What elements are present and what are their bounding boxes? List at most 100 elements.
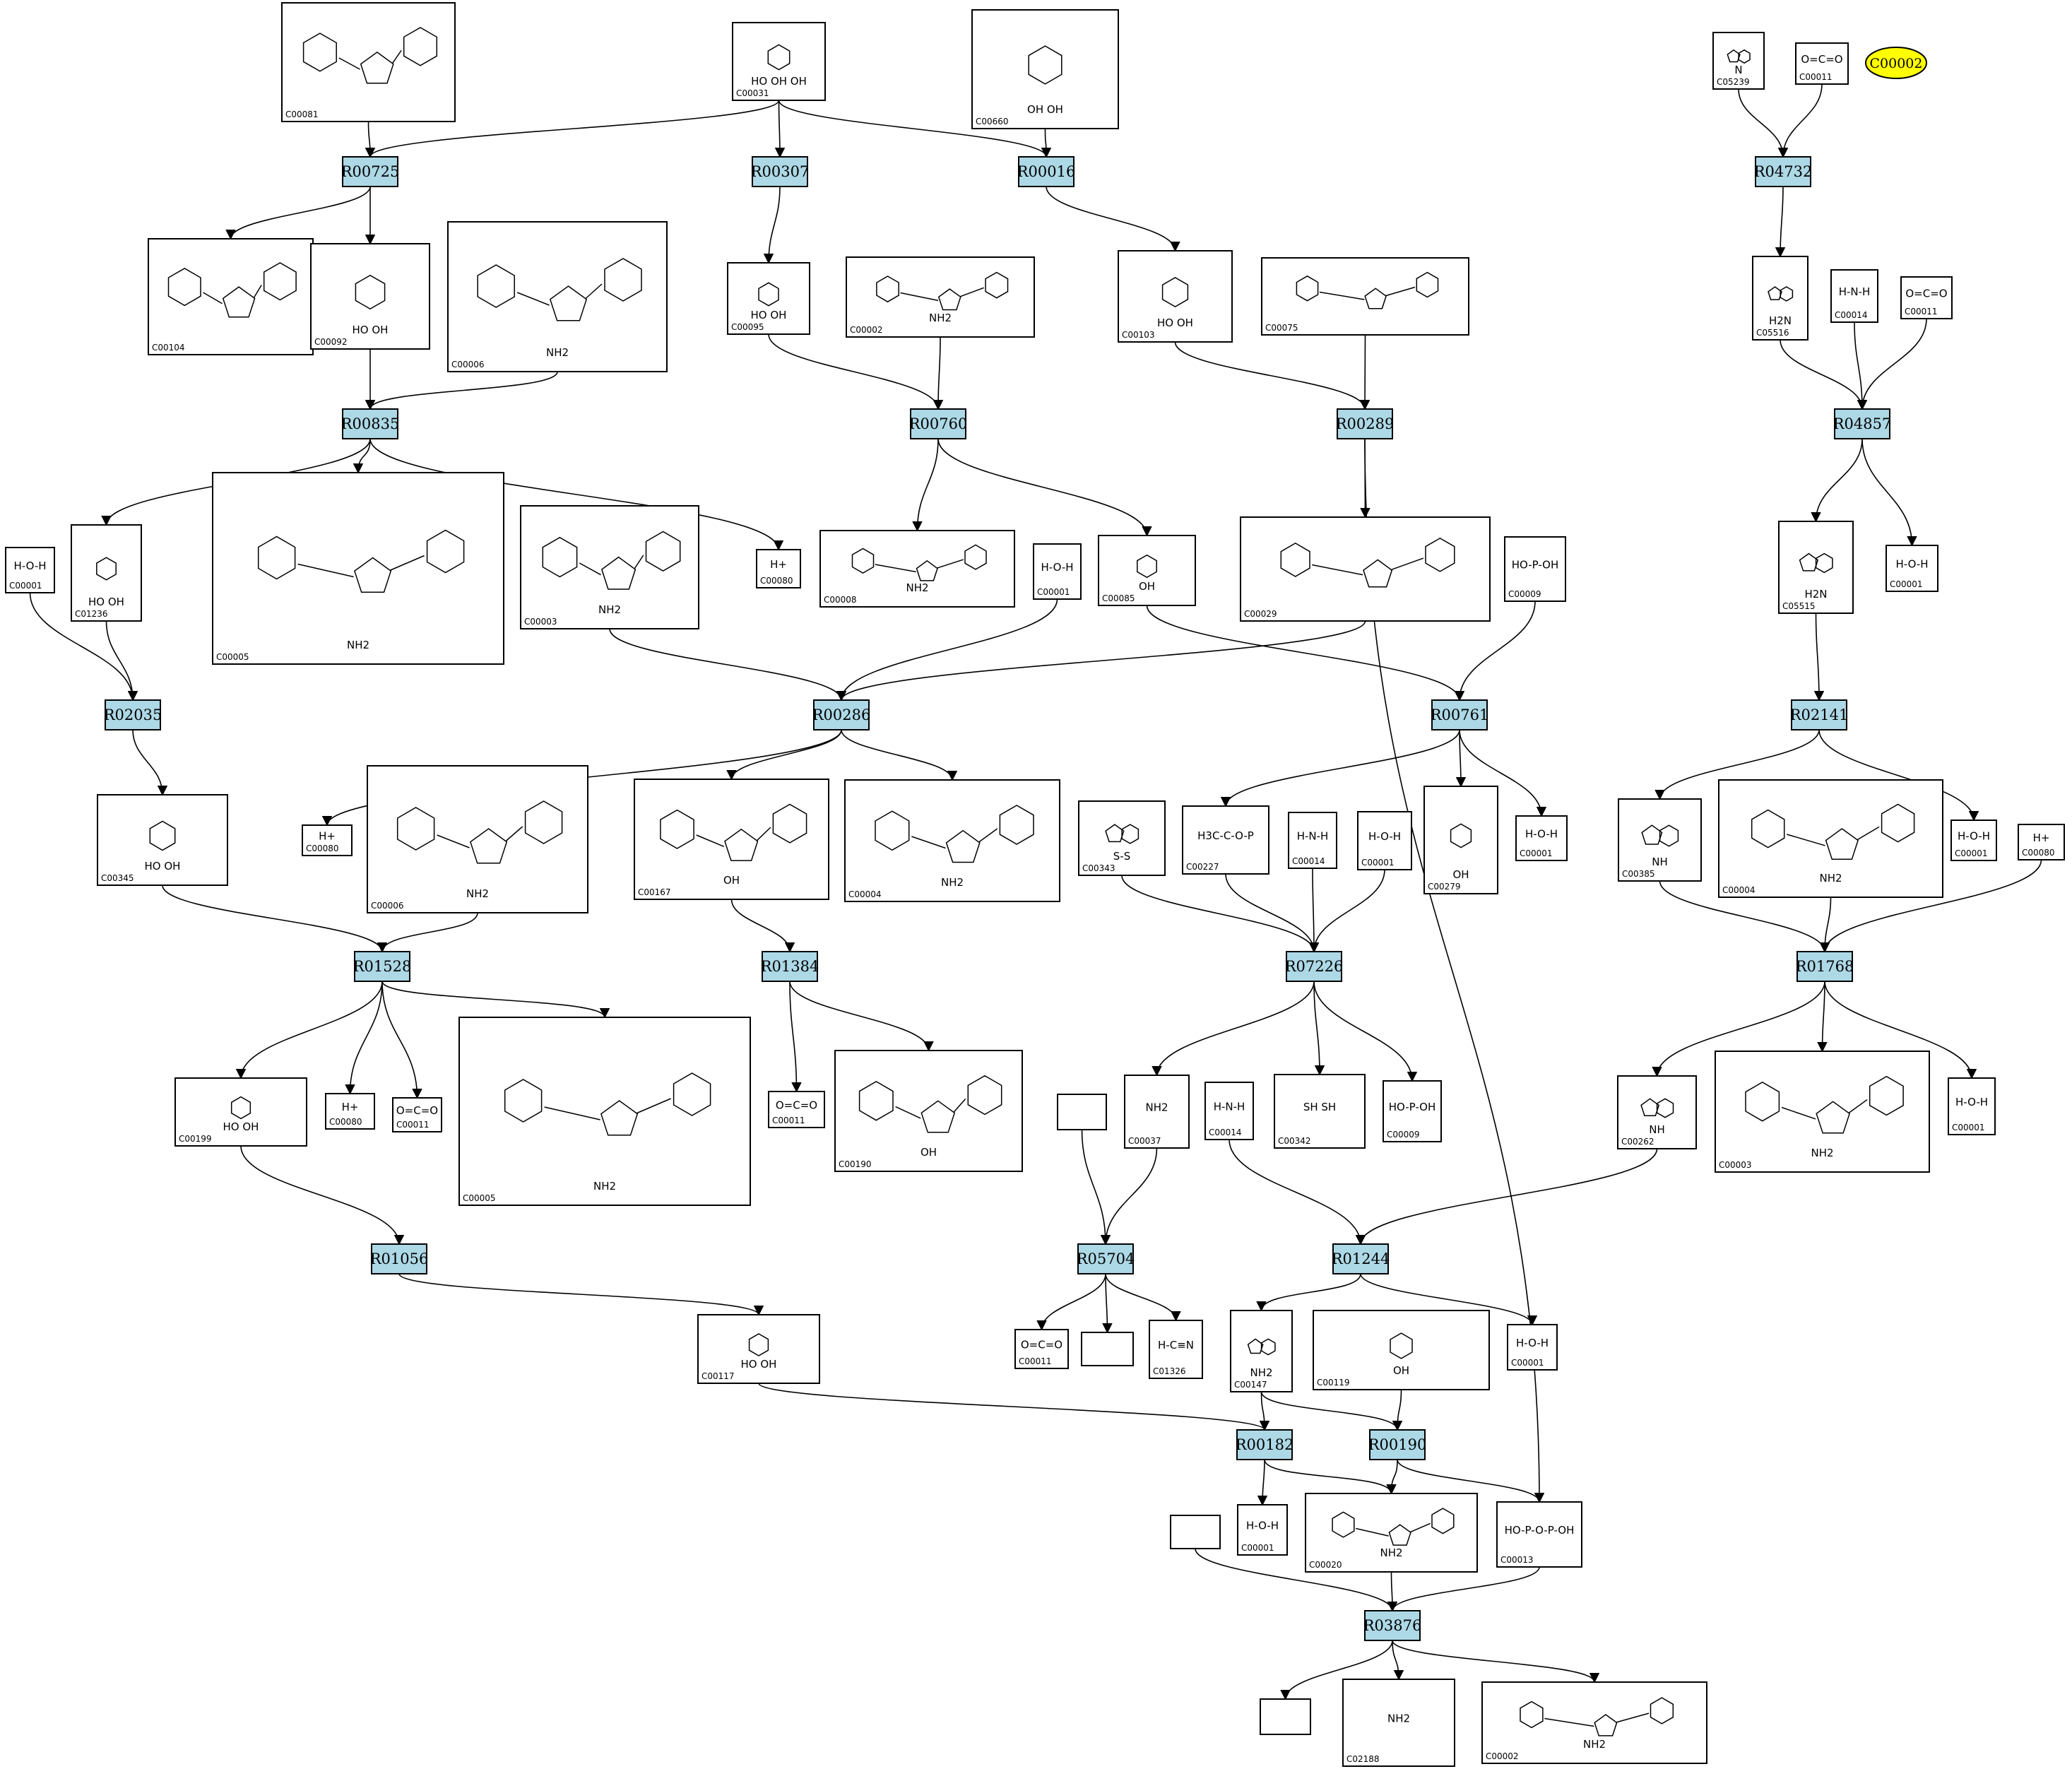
reaction-R07226[interactable]: R07226 [1285,951,1344,982]
compound-box[interactable] [1098,535,1196,606]
reaction-box[interactable] [1755,156,1811,187]
compound-box[interactable] [1504,536,1566,602]
compound-box[interactable] [768,1091,825,1128]
reaction-R01056[interactable]: R01056 [370,1243,429,1274]
reaction-R02035[interactable]: R02035 [104,699,162,730]
reaction-R01244[interactable]: R01244 [1332,1243,1390,1274]
compound-box[interactable] [697,1314,820,1384]
compound-box[interactable] [71,524,142,622]
compound-C00080[interactable]: H+C00080 [325,1093,375,1130]
compound-box[interactable] [1515,815,1568,861]
compound-box[interactable] [1712,32,1765,90]
reaction-R02141[interactable]: R02141 [1790,699,1849,730]
reaction-R00289[interactable]: R00289 [1336,408,1395,439]
compound-box[interactable] [302,824,353,856]
compound-box[interactable] [148,238,314,355]
reaction-box[interactable] [910,408,966,439]
reaction-R01768[interactable]: R01768 [1796,951,1854,982]
compound-box[interactable] [1423,786,1498,894]
highlight-compound[interactable]: C00002 [1865,47,1927,79]
reaction-R04732[interactable]: R04732 [1754,156,1813,187]
compound-box[interactable] [2018,824,2065,860]
compound-box[interactable] [392,1097,442,1132]
compound-C00104[interactable]: C00104 [148,238,314,355]
reaction-R05704[interactable]: R05704 [1077,1243,1135,1274]
reaction-R00286[interactable]: R00286 [812,699,871,730]
compound-C00080[interactable]: H+C00080 [302,824,353,856]
compound-box[interactable] [1752,256,1808,341]
reaction-box[interactable] [1286,951,1342,982]
reaction-box[interactable] [1337,408,1393,439]
reaction-R00761[interactable]: R00761 [1431,699,1489,730]
compound-box[interactable] [1900,276,1953,319]
reaction-box[interactable] [813,699,870,730]
compound-box[interactable] [844,779,1060,902]
compound-box[interactable] [1081,1332,1134,1366]
reaction-box[interactable] [762,951,818,982]
reaction-box[interactable] [342,156,398,187]
reaction-R00725[interactable]: R00725 [341,156,400,187]
compound-box[interactable] [1305,1493,1478,1573]
compound-box[interactable] [1718,779,1943,898]
reaction-R00182[interactable]: R00182 [1236,1429,1294,1460]
compound-blank[interactable] [1057,1094,1107,1130]
reaction-box[interactable] [1018,156,1075,187]
compound-box[interactable] [732,22,826,101]
reaction-box[interactable] [105,699,161,730]
compound-blank[interactable] [1170,1515,1221,1549]
reaction-R01528[interactable]: R01528 [353,951,412,982]
reaction-box[interactable] [342,408,398,439]
compound-box[interactable] [1383,1080,1442,1142]
reaction-box[interactable] [371,1243,427,1274]
reaction-R04857[interactable]: R04857 [1833,408,1892,439]
compound-box[interactable] [1057,1094,1107,1130]
reaction-R00307[interactable]: R00307 [751,156,810,187]
compound-box[interactable] [1357,811,1412,870]
reaction-box[interactable] [1077,1243,1134,1274]
compound-box[interactable] [1237,1504,1288,1556]
compound-box[interactable] [1342,1679,1455,1767]
compound-box[interactable] [310,243,430,350]
compound-C00029[interactable]: C00029 [1240,516,1491,622]
reaction-R00760[interactable]: R00760 [909,408,968,439]
compound-box[interactable] [1260,1698,1311,1735]
compound-box[interactable] [1507,1324,1558,1371]
reaction-box[interactable] [1332,1243,1389,1274]
reaction-R00016[interactable]: R00016 [1017,156,1076,187]
compound-C00081[interactable]: C00081 [281,2,456,122]
compound-box[interactable] [1288,812,1337,869]
reaction-box[interactable] [1364,1610,1421,1641]
